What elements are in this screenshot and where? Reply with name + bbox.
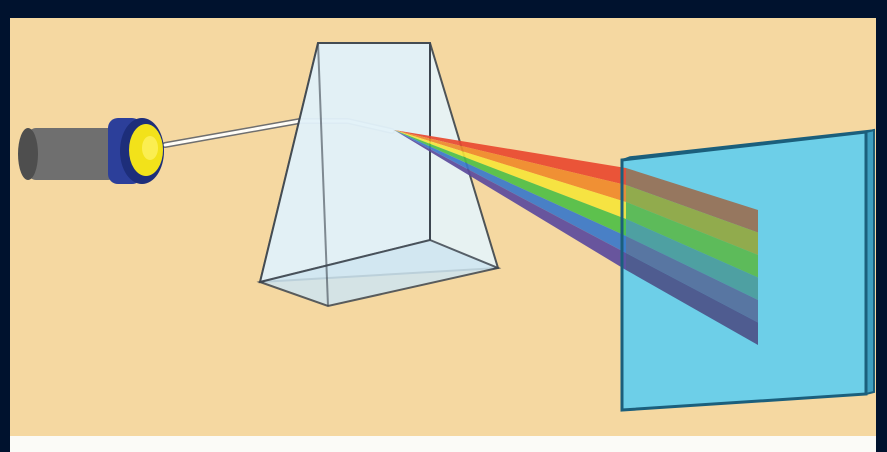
flashlight-lens-inner [142,136,158,160]
flashlight-body-shadow [18,128,38,180]
bottom-white-strip [10,436,876,452]
